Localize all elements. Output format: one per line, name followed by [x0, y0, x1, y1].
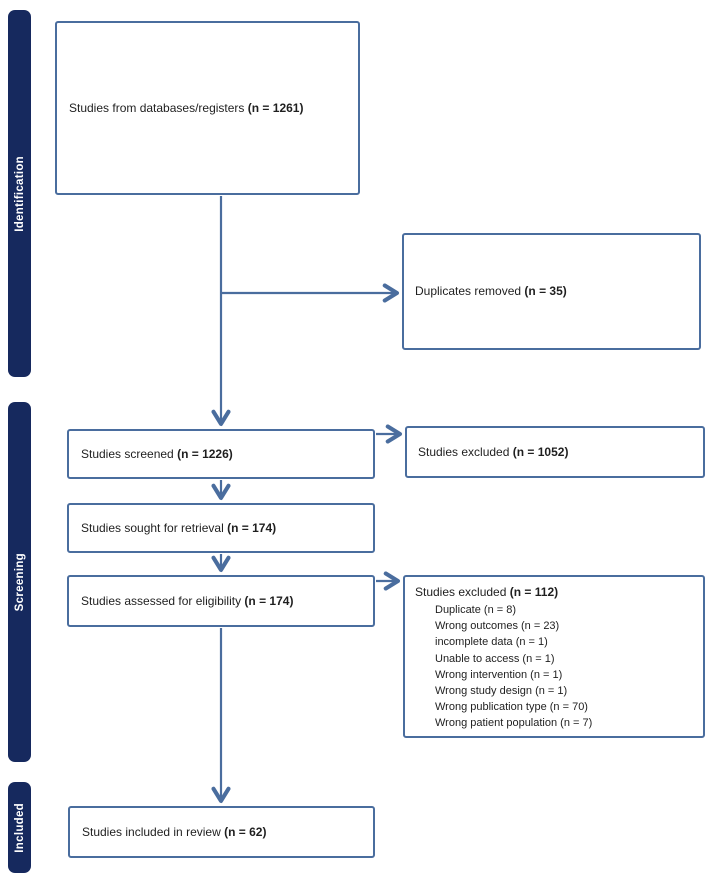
- stage-bar-screening: Screening: [8, 402, 31, 762]
- box-text: Studies sought for retrieval (n = 174): [81, 520, 277, 535]
- box-studies-excluded-eligibility: Studies excluded (n = 112) Duplicate (n …: [403, 575, 705, 738]
- box-studies-sought-retrieval: Studies sought for retrieval (n = 174): [67, 503, 375, 553]
- exclusion-reason: Wrong outcomes (n = 23): [435, 620, 560, 633]
- box-studies-from-databases: Studies from databases/registers (n = 12…: [55, 21, 360, 195]
- box-text: Studies screened (n = 1226): [81, 446, 233, 461]
- box-text: Studies from databases/registers (n = 12…: [69, 100, 304, 115]
- box-studies-excluded-screening: Studies excluded (n = 1052): [405, 426, 705, 478]
- box-title: Studies excluded (n = 112): [415, 585, 559, 599]
- box-text: Studies assessed for eligibility (n = 17…: [81, 593, 294, 608]
- stage-label-identification: Identification: [13, 155, 26, 232]
- box-duplicates-removed: Duplicates removed (n = 35): [402, 233, 701, 350]
- exclusion-reason: Wrong publication type (n = 70): [435, 701, 588, 714]
- box-text: Studies excluded (n = 1052): [418, 444, 569, 459]
- box-text: Duplicates removed (n = 35): [415, 284, 567, 298]
- box-text: Studies included in review (n = 62): [82, 824, 267, 839]
- exclusion-reason: Duplicate (n = 8): [435, 604, 517, 616]
- box-studies-included-review: Studies included in review (n = 62): [68, 806, 375, 858]
- stage-bar-included: Included: [8, 782, 31, 873]
- exclusion-reason: incomplete data (n = 1): [435, 636, 548, 649]
- stage-label-screening: Screening: [13, 552, 26, 612]
- exclusion-reason: Unable to access (n = 1): [435, 652, 555, 665]
- stage-bar-identification: Identification: [8, 10, 31, 377]
- box-studies-screened: Studies screened (n = 1226): [67, 429, 375, 479]
- box-studies-assessed-eligibility: Studies assessed for eligibility (n = 17…: [67, 575, 375, 627]
- stage-label-included: Included: [13, 802, 26, 853]
- exclusion-reason: Wrong intervention (n = 1): [435, 668, 563, 681]
- exclusion-reason: Wrong study design (n = 1): [435, 685, 568, 698]
- exclusion-reason: Wrong patient population (n = 7): [435, 717, 593, 730]
